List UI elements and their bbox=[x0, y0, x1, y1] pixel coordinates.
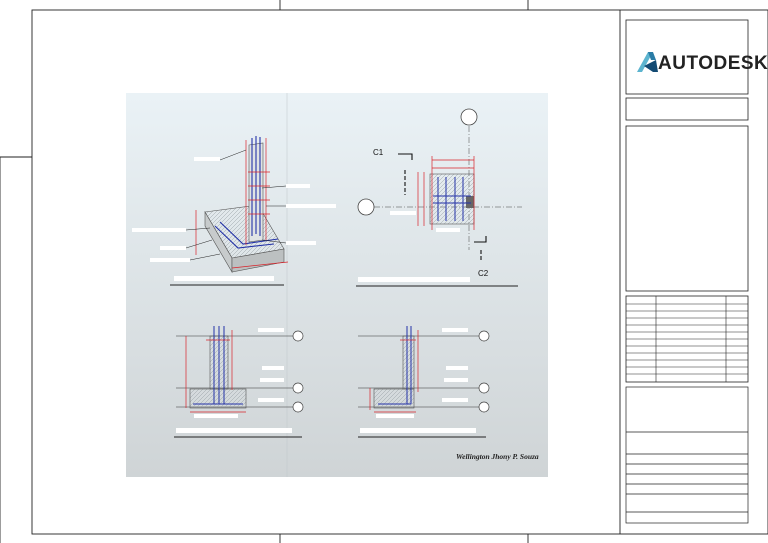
project-name-box bbox=[625, 97, 749, 121]
tag-box bbox=[132, 228, 186, 232]
viewport: C1 C2 bbox=[126, 93, 548, 477]
tag-box bbox=[286, 204, 336, 208]
brand-name: AUTODESK bbox=[658, 53, 768, 74]
tag-box bbox=[160, 246, 186, 250]
tag-box bbox=[150, 258, 190, 262]
view-title-box bbox=[174, 276, 274, 281]
tag-box bbox=[444, 378, 468, 382]
section-label-c1: C1 bbox=[373, 148, 384, 157]
view-title-box bbox=[358, 277, 470, 282]
tag-box bbox=[194, 157, 220, 161]
section-view-c2 bbox=[358, 326, 490, 438]
sheet-info-table bbox=[625, 386, 749, 524]
level-marker bbox=[292, 382, 304, 394]
tag-box bbox=[446, 366, 468, 370]
notes-box bbox=[625, 125, 749, 292]
view-title-box bbox=[360, 428, 476, 433]
tag-box bbox=[286, 241, 316, 245]
grid-bubble bbox=[460, 108, 478, 126]
grid-bubble bbox=[357, 198, 375, 216]
level-marker bbox=[478, 330, 490, 342]
level-marker bbox=[478, 382, 490, 394]
tag-box bbox=[258, 398, 284, 402]
revision-table bbox=[625, 295, 749, 383]
tag-box bbox=[436, 228, 460, 232]
tag-box bbox=[262, 366, 284, 370]
signature: Wellington Jhony P. Souza bbox=[456, 452, 539, 461]
section-view-c1 bbox=[174, 326, 304, 438]
view-title-box bbox=[176, 428, 292, 433]
level-marker bbox=[292, 330, 304, 342]
tag-box bbox=[194, 414, 238, 418]
logo-panel bbox=[625, 19, 749, 95]
autodesk-logo-icon bbox=[637, 52, 658, 72]
isometric-3d-view bbox=[132, 136, 336, 286]
plan-view: C1 C2 bbox=[356, 108, 522, 287]
title-block: AUTODESK bbox=[619, 10, 768, 534]
tag-box bbox=[260, 378, 284, 382]
tag-box bbox=[258, 328, 284, 332]
tag-box bbox=[442, 398, 468, 402]
tag-box bbox=[390, 211, 416, 215]
tag-box bbox=[442, 328, 468, 332]
tag-box bbox=[376, 414, 414, 418]
tag-box bbox=[286, 184, 310, 188]
level-marker bbox=[478, 401, 490, 413]
section-label-c2: C2 bbox=[478, 269, 489, 278]
level-marker bbox=[292, 401, 304, 413]
